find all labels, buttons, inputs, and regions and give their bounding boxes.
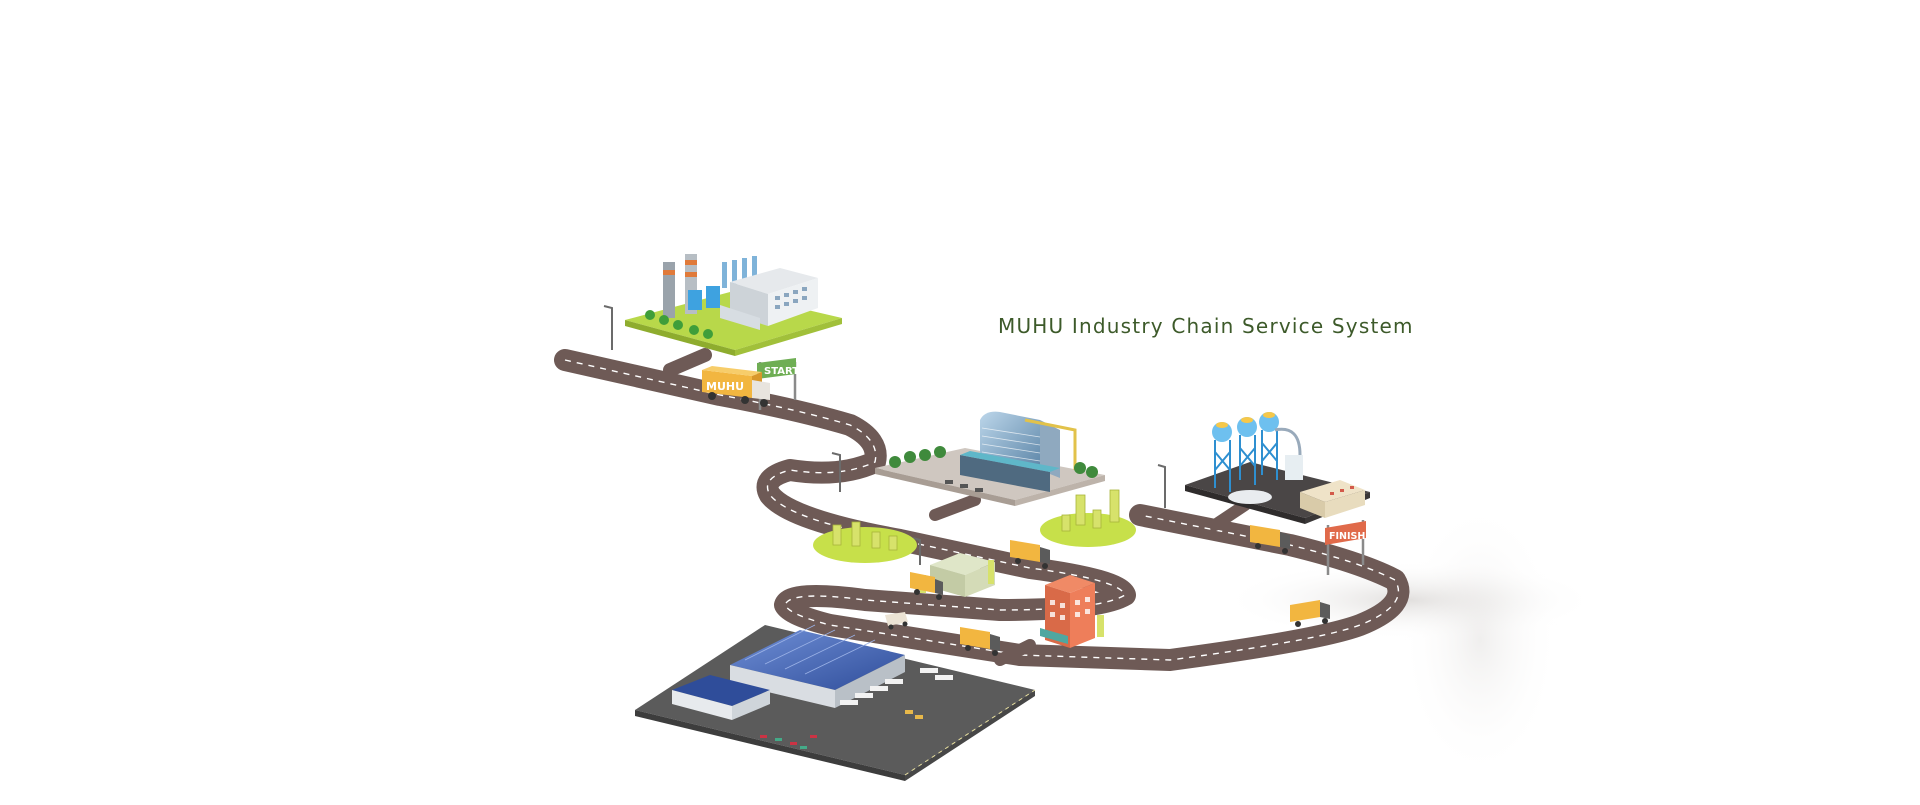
finish-sign-label: FINISH: [1329, 531, 1365, 542]
delivery-truck-icon: [1010, 540, 1050, 569]
office-building-icon: [875, 411, 1105, 506]
truck-brand-label: MUHU: [706, 380, 744, 393]
apartment-icon: [1040, 575, 1104, 648]
delivery-truck-icon: [910, 572, 943, 600]
delivery-truck-icon: [1290, 600, 1330, 627]
delivery-truck-icon: [960, 627, 1000, 656]
delivery-truck-icon: [1250, 525, 1290, 554]
street-lamps: [603, 305, 1166, 565]
car-icon: [885, 612, 908, 630]
warehouse-icon: [635, 624, 1036, 781]
factory-icon: [625, 254, 842, 356]
finish-sign: FINISH: [1325, 520, 1366, 575]
road: [554, 348, 1410, 671]
page-title: MUHU Industry Chain Service System: [998, 314, 1414, 338]
chemical-plant-icon: [1185, 412, 1370, 524]
delivery-trucks: [885, 525, 1330, 656]
grass-island-right: [1040, 489, 1136, 547]
start-sign-label: START: [764, 366, 799, 377]
muhu-truck-icon: MUHU: [702, 366, 770, 407]
ground-shadow: [1400, 500, 1560, 780]
grass-island-left: [813, 521, 917, 563]
